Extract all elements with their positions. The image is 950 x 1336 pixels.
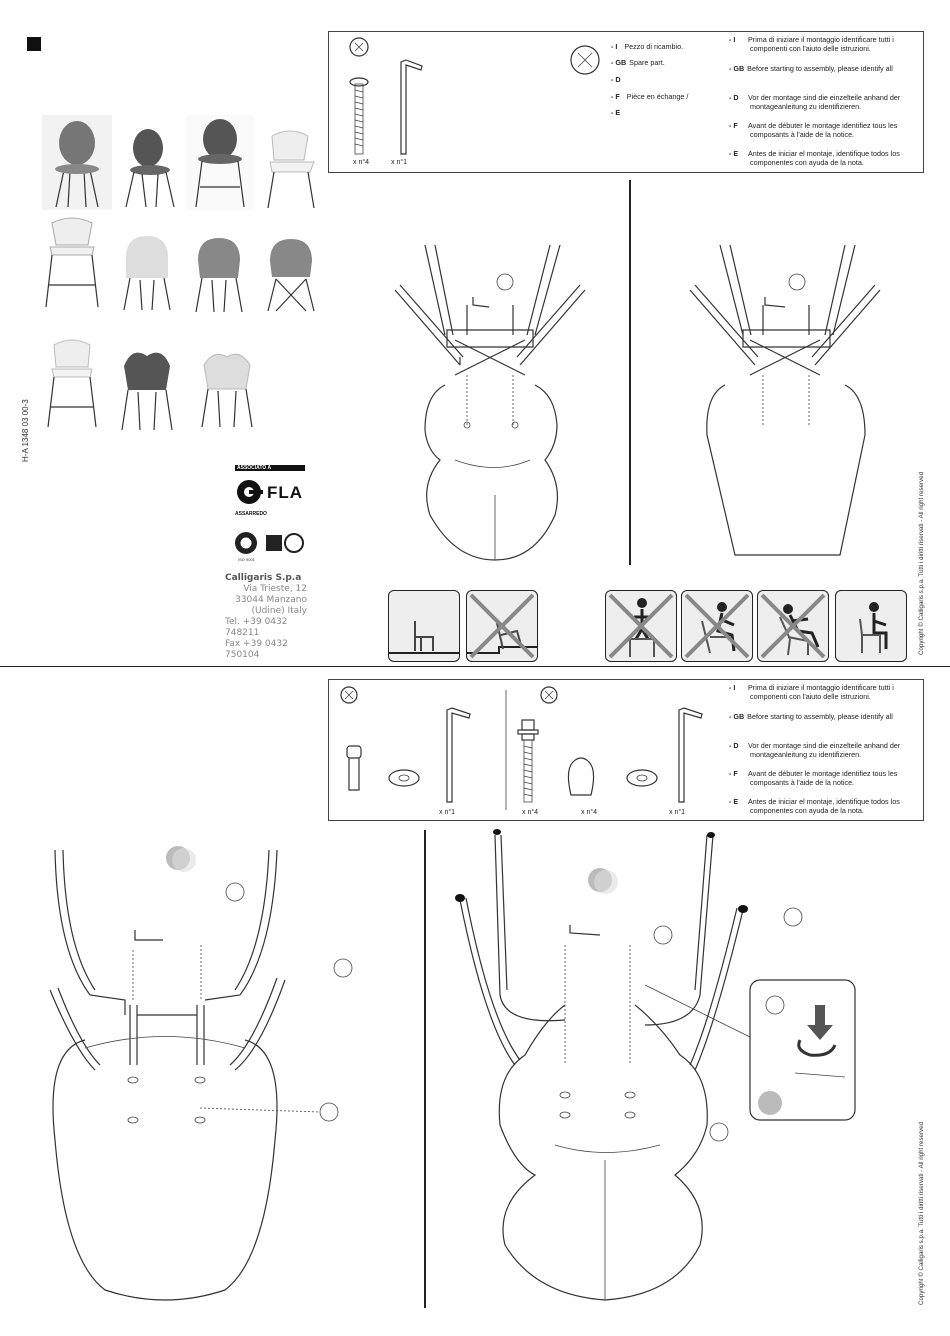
lean-back-crossed-icon [757,590,829,662]
sit-correct-icon [835,590,907,662]
divider-horizontal [0,666,950,667]
copyright-top: Copyright © Calligaris s.p.a. Tutti i di… [918,471,925,655]
iso-certification-logo: ISO 9001 [234,530,306,564]
product-thumb-chair-1 [42,115,112,210]
spare-part-icon-a [340,686,358,704]
product-thumb-chair-3 [260,122,322,212]
floor-ok-icon [388,590,460,662]
product-thumb-chair-5 [188,232,250,314]
product-thumb-chair-2 [116,122,182,210]
stand-on-chair-crossed-icon [605,590,677,662]
association-label: ASSOCIATO A [235,465,305,471]
product-thumb-chair-7 [112,342,182,432]
qty-allen-key-b: x n°1 [669,809,686,816]
spare-part-icon-b [540,686,558,704]
assembly-diagram-d [455,829,856,1301]
spare-part-icon [349,37,369,57]
company-address-line1: Via Trieste, 12 [243,584,307,594]
qty-allen-key-a: x n°1 [439,809,456,816]
product-thumb-stool-3 [42,335,102,430]
company-address-line2: 33044 Manzano [235,595,307,605]
company-tel: Tel. +39 0432 748211 [225,617,288,638]
document-code: H-A 1348 03 00-3 [21,399,30,462]
company-address-line3: (Udine) Italy [251,606,307,616]
washer-drawing-a [388,769,420,787]
section-marker [27,37,41,51]
product-thumb-chair-6 [262,235,320,313]
qty-screw: x n°4 [353,159,370,166]
company-address: Calligaris S.p.a Via Trieste, 12 33044 M… [225,573,307,661]
company-name: Calligaris S.p.a [225,573,302,583]
divider-vertical-top [629,180,631,565]
product-thumb-stool-2 [42,215,102,310]
spare-part-big-icon [570,45,600,75]
parts-box-bottom-drawing [340,686,703,810]
association-name: FLA [267,483,304,502]
spare-row-d: - D [611,75,621,84]
allen-key-drawing-a [446,707,471,803]
assembly-diagram-b [689,244,881,556]
foot-cap-drawing [567,757,595,796]
copyright-bottom: Copyright © Calligaris s.p.a. Tutti i di… [918,1121,925,1305]
allen-key-drawing [400,59,423,155]
qty-foot-cap: x n°4 [581,809,598,816]
iso-label: ISO 9001 [238,557,255,562]
spare-row-e: - E [611,108,621,117]
divider-vertical-bottom [424,830,426,1308]
assembly-diagram-a [394,244,586,561]
allen-key-drawing-b [678,707,703,803]
product-thumb-chair-4 [112,228,182,313]
qty-allen-key: x n°1 [391,159,408,166]
product-thumb-stool-1 [186,115,254,210]
parts-box-top-drawing [349,37,600,155]
assembly-diagram-c [49,846,353,1301]
bolt-drawing [517,719,539,803]
product-thumb-chair-8 [192,345,262,430]
floor-crossed-icon [466,590,538,662]
screw-drawing [349,77,369,155]
company-fax: Fax +39 0432 750104 [225,639,288,660]
cap-screw-drawing [346,745,362,791]
qty-bolt: x n°4 [522,809,539,816]
washer-drawing-b [626,769,658,787]
association-sub: ASSARREDO [235,511,267,517]
association-logo: ASSOCIATO A FLA ASSARREDO [235,465,305,523]
tilt-back-crossed-icon [681,590,753,662]
